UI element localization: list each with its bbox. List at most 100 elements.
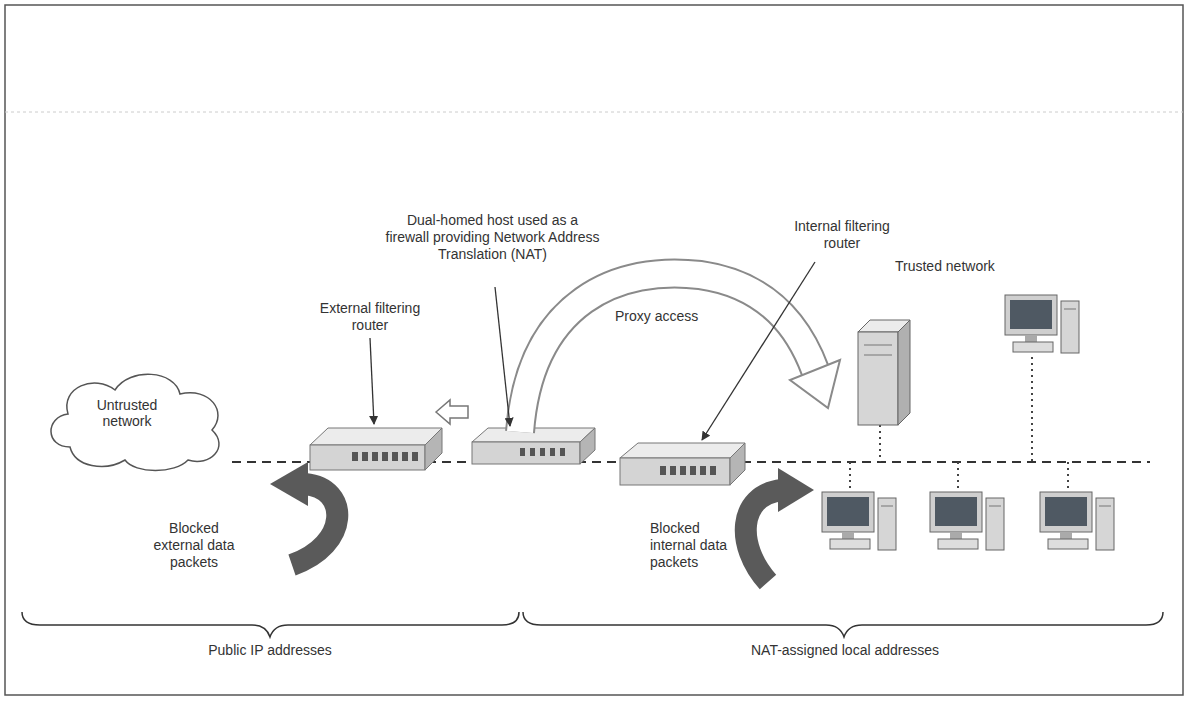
computer-icon	[1061, 301, 1079, 353]
address-brackets	[22, 612, 1163, 637]
computer-icon	[1096, 498, 1114, 550]
external-router	[382, 452, 388, 461]
external-router	[402, 452, 408, 461]
internal-router	[730, 443, 745, 485]
network-label: Trusted network	[895, 258, 1030, 275]
blocked-arrows	[270, 462, 814, 582]
computers	[822, 295, 1114, 550]
computer-icon	[1099, 506, 1111, 507]
address-brackets	[523, 612, 1163, 637]
cloud-outline	[51, 374, 219, 470]
dual-homed-host	[530, 448, 535, 456]
dual-homed-host	[472, 442, 580, 464]
computer-icon	[989, 506, 1001, 507]
separator-line	[5, 112, 1183, 113]
dual-homed-host	[472, 428, 595, 464]
computer-icon	[935, 497, 977, 526]
proxy-arrow	[520, 273, 815, 432]
proxy-arrow	[790, 360, 840, 408]
server-tower	[864, 345, 892, 346]
blocked-arrows	[778, 468, 814, 512]
trusted-links	[957, 462, 959, 492]
computer-icon	[830, 539, 870, 549]
blocked-label: Blocked internal data packets	[650, 520, 738, 571]
arrow-label: Proxy access	[615, 308, 715, 325]
computer-icon	[1010, 300, 1052, 329]
computer-icon	[1025, 335, 1037, 342]
computer-icon	[822, 492, 874, 532]
external-router	[362, 452, 368, 461]
frame	[5, 5, 1183, 695]
computer-icon	[1005, 295, 1079, 353]
computer-icon	[827, 497, 869, 526]
trusted-links	[849, 462, 851, 492]
external-router	[412, 452, 418, 461]
internal-router	[620, 443, 745, 485]
network-cloud: Untrusted network	[40, 362, 230, 472]
external-router	[310, 445, 425, 470]
dual-homed-host	[580, 428, 595, 464]
leader-lines	[495, 287, 510, 426]
computer-icon	[930, 492, 982, 532]
blocked-label: Blocked external data packets	[150, 520, 238, 571]
computer-icon	[842, 532, 854, 539]
address-label: NAT-assigned local addresses	[700, 642, 990, 659]
computer-icon	[881, 506, 893, 507]
cloud-label: Untrusted network	[82, 397, 172, 429]
computer-icon	[1040, 492, 1114, 550]
external-router	[352, 452, 358, 461]
computer-icon	[986, 498, 1004, 550]
trusted-links	[879, 425, 881, 462]
internal-router	[710, 466, 716, 475]
address-label: Public IP addresses	[150, 642, 390, 659]
internal-router	[620, 458, 730, 485]
device-label: Internal filtering router	[778, 218, 906, 252]
computer-icon	[950, 532, 962, 539]
trusted-links	[1031, 357, 1033, 462]
computer-icon	[878, 498, 896, 550]
internal-router	[660, 466, 666, 475]
server-tower	[864, 355, 892, 356]
internal-router	[690, 466, 696, 475]
computer-icon	[1060, 532, 1072, 539]
address-brackets	[22, 612, 519, 637]
dual-homed-host	[550, 448, 555, 456]
external-router	[310, 428, 442, 470]
blocked-arrows	[270, 462, 308, 506]
leader-lines	[702, 262, 815, 440]
computer-icon	[1005, 295, 1057, 335]
computer-icon	[1013, 342, 1053, 352]
computer-icon	[822, 492, 896, 550]
external-router	[392, 452, 398, 461]
external-router	[310, 428, 442, 445]
device-label: Dual-homed host used as a firewall provi…	[385, 212, 600, 263]
external-router	[425, 428, 442, 470]
computer-icon	[1048, 539, 1088, 549]
computer-icon	[938, 539, 978, 549]
computer-icon	[1040, 492, 1092, 532]
internal-router	[620, 443, 745, 458]
external-router	[372, 452, 378, 461]
dual-homed-host	[540, 448, 545, 456]
internal-router	[700, 466, 706, 475]
trusted-links	[1067, 462, 1069, 492]
computer-icon	[1064, 309, 1076, 310]
server-tower	[898, 320, 910, 425]
computer-icon	[930, 492, 1004, 550]
dual-homed-host	[520, 448, 525, 456]
internal-router	[670, 466, 676, 475]
blocked-arrows	[746, 490, 782, 582]
server-tower	[858, 332, 898, 425]
leader-lines	[370, 338, 374, 424]
device-label: External filtering router	[315, 300, 425, 334]
proxy-arrow	[520, 273, 815, 432]
leader-lines	[370, 262, 815, 440]
computer-icon	[1045, 497, 1087, 526]
dual-homed-host	[560, 448, 565, 456]
internal-router	[680, 466, 686, 475]
hollow-arrow	[436, 400, 468, 424]
